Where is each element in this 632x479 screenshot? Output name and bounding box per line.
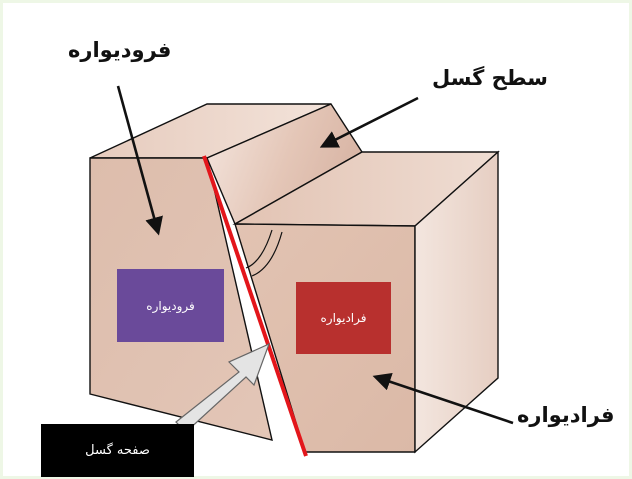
hangingwall-tag-text: فرادیواره <box>320 311 367 325</box>
footwall-tag-text: فرودیواره <box>146 298 195 313</box>
fault-plane-tag: صفحه گسل <box>41 424 194 477</box>
fault-line <box>202 155 308 457</box>
hangingwall-pointer-arrow <box>372 373 514 425</box>
pointer-arrows <box>116 85 514 425</box>
fault-surface-pointer-arrow <box>319 96 419 148</box>
hangingwall-label: فرادیواره <box>517 403 615 427</box>
dip-angle-arcs <box>245 229 283 277</box>
footwall-pointer-arrow <box>116 85 163 236</box>
hangingwall-side-face <box>414 150 499 454</box>
footwall-tag: فرودیواره <box>117 269 224 342</box>
hangingwall-tag: فرادیواره <box>296 282 391 354</box>
fault-surface-label: سطح گسل <box>432 66 548 90</box>
fault-plane-tag-text: صفحه گسل <box>85 443 150 458</box>
footwall-label: فرودیواره <box>68 38 172 62</box>
fault-plane-arrow <box>175 342 271 433</box>
